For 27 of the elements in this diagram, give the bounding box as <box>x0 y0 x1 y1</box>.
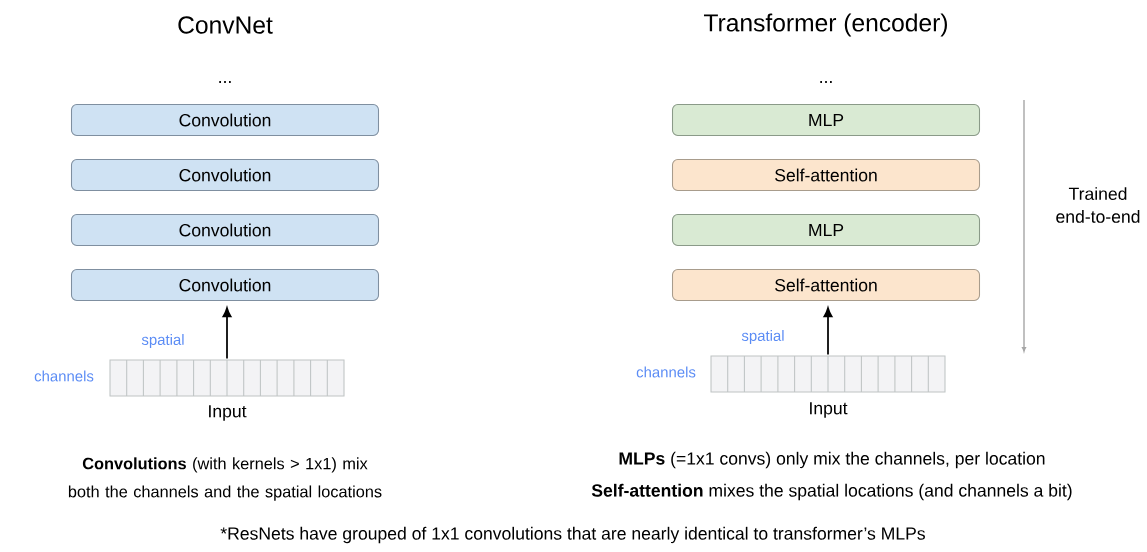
input-grid: Input <box>710 355 946 418</box>
ellipsis: ... <box>820 81 832 83</box>
node-label: Input <box>810 402 848 418</box>
caption-text: MLPs (=1x1 convs) only mix the channels, per location <box>619 451 1045 469</box>
axis-label: spatial <box>141 334 184 348</box>
input-grid: Input <box>109 359 345 421</box>
layer-box: Self-attention <box>671 159 981 192</box>
panel-title: Transformer (encoder) <box>704 13 947 37</box>
axis-label: channels <box>636 366 696 378</box>
arrow <box>222 307 232 360</box>
arrow <box>823 307 833 356</box>
layer-box: Self-attention <box>671 269 981 302</box>
caption-text: *ResNets have grouped of 1x1 convolutions that are nearly identical to transformer’s MLPs <box>220 526 925 544</box>
axis-label: spatial <box>741 330 784 344</box>
axis-label: channels <box>34 370 94 382</box>
layer-box: MLP <box>671 214 981 247</box>
caption-text: Self-attention mixes the spatial locations (and channels a bit) <box>591 483 1072 501</box>
panel-title: ConvNet <box>178 16 273 34</box>
ellipsis: ... <box>219 81 231 83</box>
layer-box: Convolution <box>70 159 380 192</box>
caption-text: Convolutions (with kernels > 1x1) mix both the channels and the spatial locations <box>68 457 382 501</box>
side-note: Trained end-to-end <box>1056 187 1140 223</box>
layer-box: MLP <box>671 103 981 137</box>
node-label: Input <box>209 405 247 421</box>
layer-box: Convolution <box>70 214 380 247</box>
layer-box: Convolution <box>70 103 380 137</box>
layer-box: Convolution <box>70 269 380 302</box>
